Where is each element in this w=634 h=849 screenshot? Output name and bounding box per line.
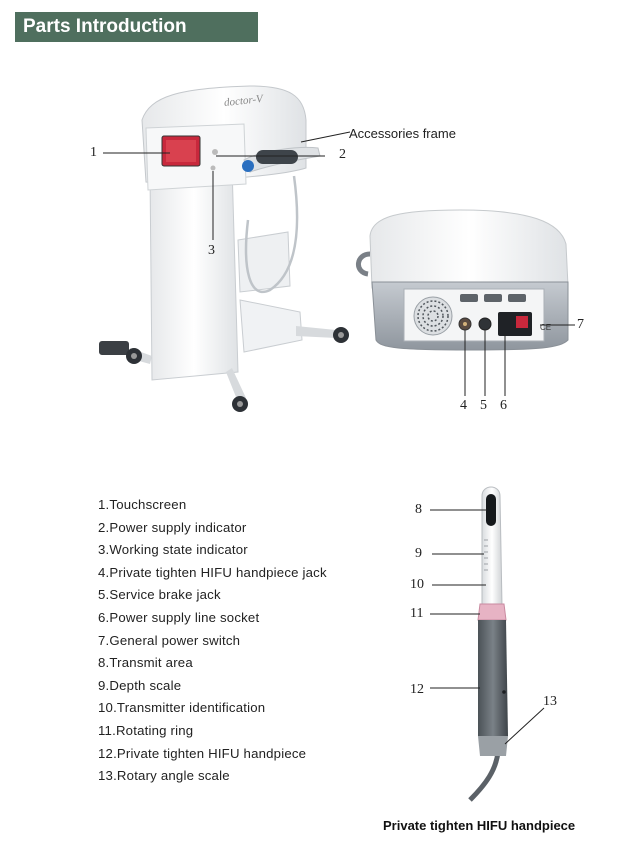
callout-5: 5: [480, 398, 487, 413]
section-header: Parts Introduction: [15, 12, 258, 42]
parts-list-item: 3.Working state indicator: [98, 542, 248, 558]
callout-10: 10: [410, 577, 424, 592]
handpiece-caption: Private tighten HIFU handpiece: [383, 818, 576, 833]
parts-list-item: 5.Service brake jack: [98, 587, 221, 603]
parts-list-item: 10.Transmitter identification: [98, 700, 266, 716]
callout-3: 3: [208, 243, 215, 258]
callout-12: 12: [410, 682, 424, 697]
callout-6: 6: [500, 398, 507, 413]
parts-list-item: 4.Private tighten HIFU handpiece jack: [98, 564, 327, 580]
accessories-frame-label: Accessories frame: [349, 126, 456, 141]
callout-1: 1: [90, 145, 97, 160]
parts-list-item: 1.Touchscreen: [98, 497, 187, 512]
parts-list-item: 2.Power supply indicator: [98, 519, 247, 535]
callout-2: 2: [339, 147, 346, 162]
parts-list-item: 8.Transmit area: [98, 655, 193, 671]
parts-list-item: 11.Rotating ring: [98, 722, 194, 738]
callout-9: 9: [415, 546, 422, 561]
callout-8: 8: [415, 502, 422, 517]
parts-list: 1.Touchscreen 2.Power supply indicator 3…: [98, 494, 327, 788]
machine-rear-view: CE: [356, 209, 569, 351]
section-title: Parts Introduction: [23, 16, 187, 37]
treatment-cart: [99, 85, 349, 412]
callout-7: 7: [577, 317, 584, 332]
callout-13: 13: [543, 694, 557, 709]
callout-4: 4: [460, 398, 467, 413]
parts-list-item: 13.Rotary angle scale: [98, 768, 230, 784]
parts-list-item: 9.Depth scale: [98, 677, 182, 693]
svg-text:CE: CE: [540, 323, 551, 332]
parts-list-item: 12.Private tighten HIFU handpiece: [98, 745, 307, 761]
parts-list-item: 7.General power switch: [98, 632, 241, 648]
hifu-handpiece: [468, 486, 508, 802]
parts-list-item: 6.Power supply line socket: [98, 609, 260, 625]
callout-11: 11: [410, 606, 424, 621]
